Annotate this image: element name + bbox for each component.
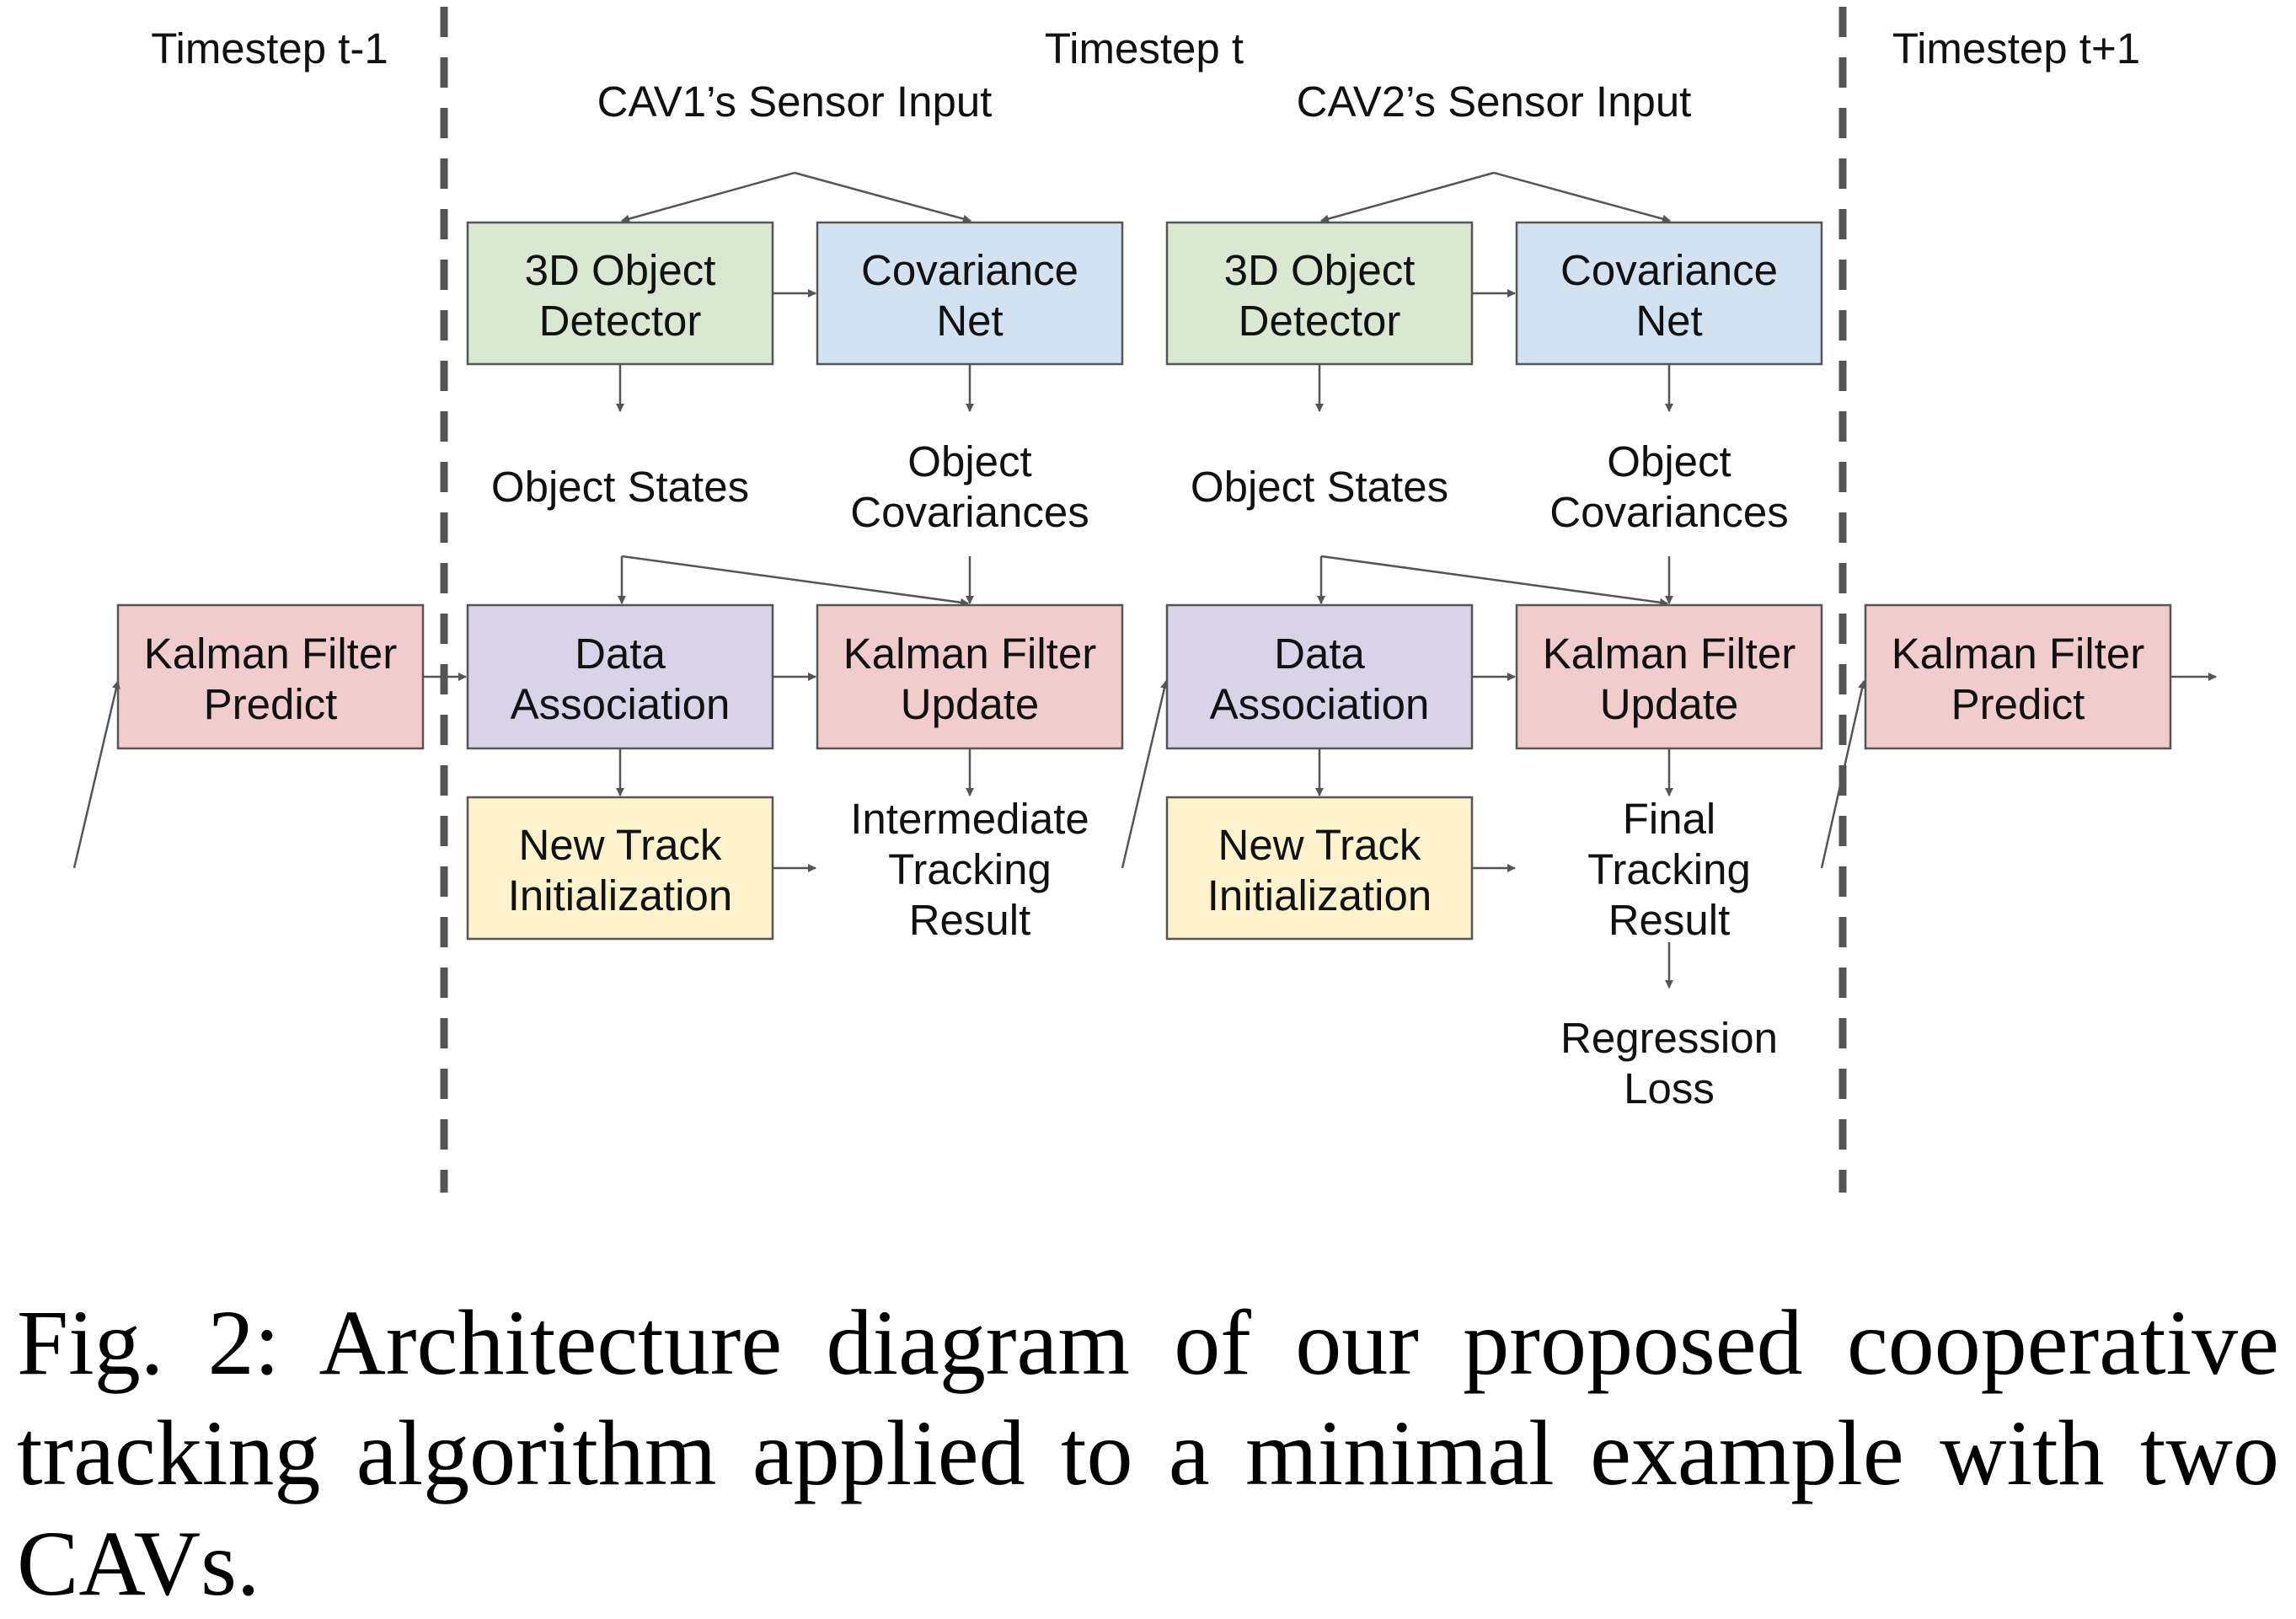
arrow-cav2-input-to-detector xyxy=(1320,171,1495,223)
detector2-label-2: Detector xyxy=(1239,297,1401,345)
arrow-result1-to-assoc2 xyxy=(1121,680,1169,869)
arrow-result2-to-predict-next xyxy=(1820,680,1866,869)
kfupdate1-label-1: Kalman Filter xyxy=(843,630,1096,678)
detector2-box xyxy=(1165,221,1474,366)
kfupdate2-box xyxy=(1515,603,1823,750)
cav2-sensor-input-label: CAV2’s Sensor Input xyxy=(1297,78,1692,126)
covs1-label-2: Covariances xyxy=(850,488,1089,536)
detector1-box xyxy=(466,221,774,366)
loss-label-1: Regression xyxy=(1560,1014,1778,1062)
kalman-predict-next-box xyxy=(1864,603,2172,750)
header-timestep-prev: Timestep t-1 xyxy=(151,24,388,72)
result2-label-2: Tracking xyxy=(1587,845,1751,893)
kalman-predict-next-label-2: Predict xyxy=(1951,680,2085,728)
kfupdate1-box xyxy=(816,603,1124,750)
covs1-label-1: Object xyxy=(907,437,1031,485)
kalman-predict-prev-label-1: Kalman Filter xyxy=(144,630,397,678)
header-timestep-next: Timestep t+1 xyxy=(1892,24,2140,72)
kfupdate1-label-2: Update xyxy=(901,680,1039,728)
covnet1-label-1: Covariance xyxy=(861,246,1078,294)
kalman-predict-prev-label-2: Predict xyxy=(204,680,338,728)
assoc2-label-1: Data xyxy=(1274,630,1365,678)
arrow-states2-to-kfupdate2 xyxy=(1320,555,1668,607)
states1-label: Object States xyxy=(491,463,749,511)
result1-label-1: Intermediate xyxy=(850,795,1089,843)
covnet1-label-2: Net xyxy=(936,297,1003,345)
assoc1-box xyxy=(466,603,774,750)
kfupdate2-label-2: Update xyxy=(1600,680,1738,728)
newtrack1-label-1: New Track xyxy=(519,821,722,869)
detector1-label-1: 3D Object xyxy=(525,246,716,294)
covnet2-label-2: Net xyxy=(1635,297,1702,345)
header-timestep-curr: Timestep t xyxy=(1045,24,1244,72)
arrow-states1-to-kfupdate1 xyxy=(621,555,969,607)
cav1-sensor-input-label: CAV1’s Sensor Input xyxy=(597,78,993,126)
result1-label-3: Result xyxy=(909,896,1031,944)
covnet1-box xyxy=(816,221,1124,366)
kalman-predict-next-label-1: Kalman Filter xyxy=(1892,630,2144,678)
kalman-predict-prev-box xyxy=(116,603,425,750)
assoc2-label-2: Association xyxy=(1210,680,1430,728)
loss-label-2: Loss xyxy=(1624,1064,1715,1112)
assoc1-label-1: Data xyxy=(575,630,666,678)
kfupdate2-label-1: Kalman Filter xyxy=(1543,630,1796,678)
result1-label-2: Tracking xyxy=(888,845,1052,893)
newtrack2-label-1: New Track xyxy=(1218,821,1421,869)
newtrack1-label-2: Initialization xyxy=(508,871,732,919)
covnet2-label-1: Covariance xyxy=(1560,246,1778,294)
arrow-cav1-input-to-detector xyxy=(621,171,795,223)
arrow-cav1-input-to-covnet xyxy=(794,171,971,223)
states2-label: Object States xyxy=(1191,463,1448,511)
covs2-label-2: Covariances xyxy=(1549,488,1788,536)
assoc2-box xyxy=(1165,603,1474,750)
assoc1-label-2: Association xyxy=(511,680,731,728)
result2-label-1: Final xyxy=(1623,795,1716,843)
result2-label-3: Result xyxy=(1608,896,1731,944)
detector2-label-1: 3D Object xyxy=(1224,246,1416,294)
arrow-into-predict-prev xyxy=(72,680,120,869)
figure-caption: Fig. 2: Architecture diagram of our prop… xyxy=(17,1291,2279,1615)
arrow-cav2-input-to-covnet xyxy=(1493,171,1671,223)
covnet2-box xyxy=(1515,221,1823,366)
detector1-label-2: Detector xyxy=(539,297,702,345)
covs2-label-1: Object xyxy=(1607,437,1731,485)
newtrack2-label-2: Initialization xyxy=(1207,871,1432,919)
